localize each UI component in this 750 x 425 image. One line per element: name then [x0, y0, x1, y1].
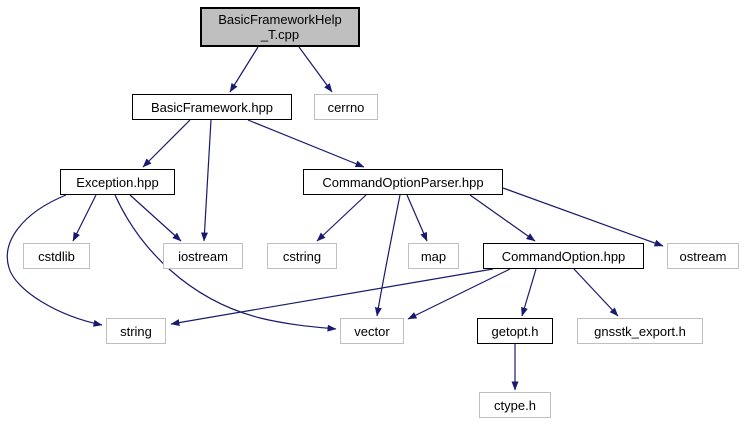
edge-basicframework-to-commandoptionparser — [247, 119, 365, 168]
edge-exception-to-cstdlib — [72, 194, 97, 242]
edge-exception-to-string — [6, 194, 103, 327]
edge-commandoptionparser-to-commandoption — [469, 194, 536, 242]
edge-exception-to-iostream — [129, 194, 182, 242]
edge-bfh-to-basicframework — [229, 46, 259, 93]
node-basicframework-hpp[interactable]: BasicFramework.hpp — [132, 94, 292, 120]
node-iostream: iostream — [163, 243, 243, 269]
node-exception-hpp[interactable]: Exception.hpp — [60, 169, 175, 195]
node-commandoptionparser-hpp[interactable]: CommandOptionParser.hpp — [303, 169, 503, 195]
edge-commandoptionparser-to-vector — [374, 194, 401, 317]
node-cstring: cstring — [267, 243, 337, 269]
node-commandoption-hpp[interactable]: CommandOption.hpp — [483, 243, 644, 269]
edge-commandoption-to-vector — [407, 268, 511, 320]
edge-commandoption-to-getopt — [521, 268, 537, 317]
node-cerrno: cerrno — [314, 94, 378, 120]
node-ostream: ostream — [667, 243, 739, 269]
edge-commandoption-to-string — [170, 268, 494, 327]
edge-commandoptionparser-to-cstring — [316, 194, 367, 242]
node-vector: vector — [340, 318, 404, 344]
edge-bfh-to-cerrno — [298, 46, 333, 93]
edge-basicframework-to-iostream — [200, 119, 212, 242]
edge-commandoption-to-gnsstk-export — [573, 268, 619, 317]
node-basicframeworkhelp-t-cpp: BasicFrameworkHelp _T.cpp — [200, 7, 360, 47]
edge-commandoptionparser-to-map — [406, 194, 428, 242]
edge-commandoptionparser-to-ostream — [502, 187, 664, 247]
edge-exception-to-vector — [114, 194, 337, 332]
node-cstdlib: cstdlib — [23, 243, 90, 269]
node-gnsstk-export-h: gnsstk_export.h — [577, 318, 703, 344]
node-ctype-h: ctype.h — [479, 392, 551, 418]
edge-basicframework-to-exception — [142, 119, 191, 168]
node-string: string — [106, 318, 166, 344]
node-getopt-h[interactable]: getopt.h — [477, 318, 553, 344]
node-map: map — [408, 243, 459, 269]
